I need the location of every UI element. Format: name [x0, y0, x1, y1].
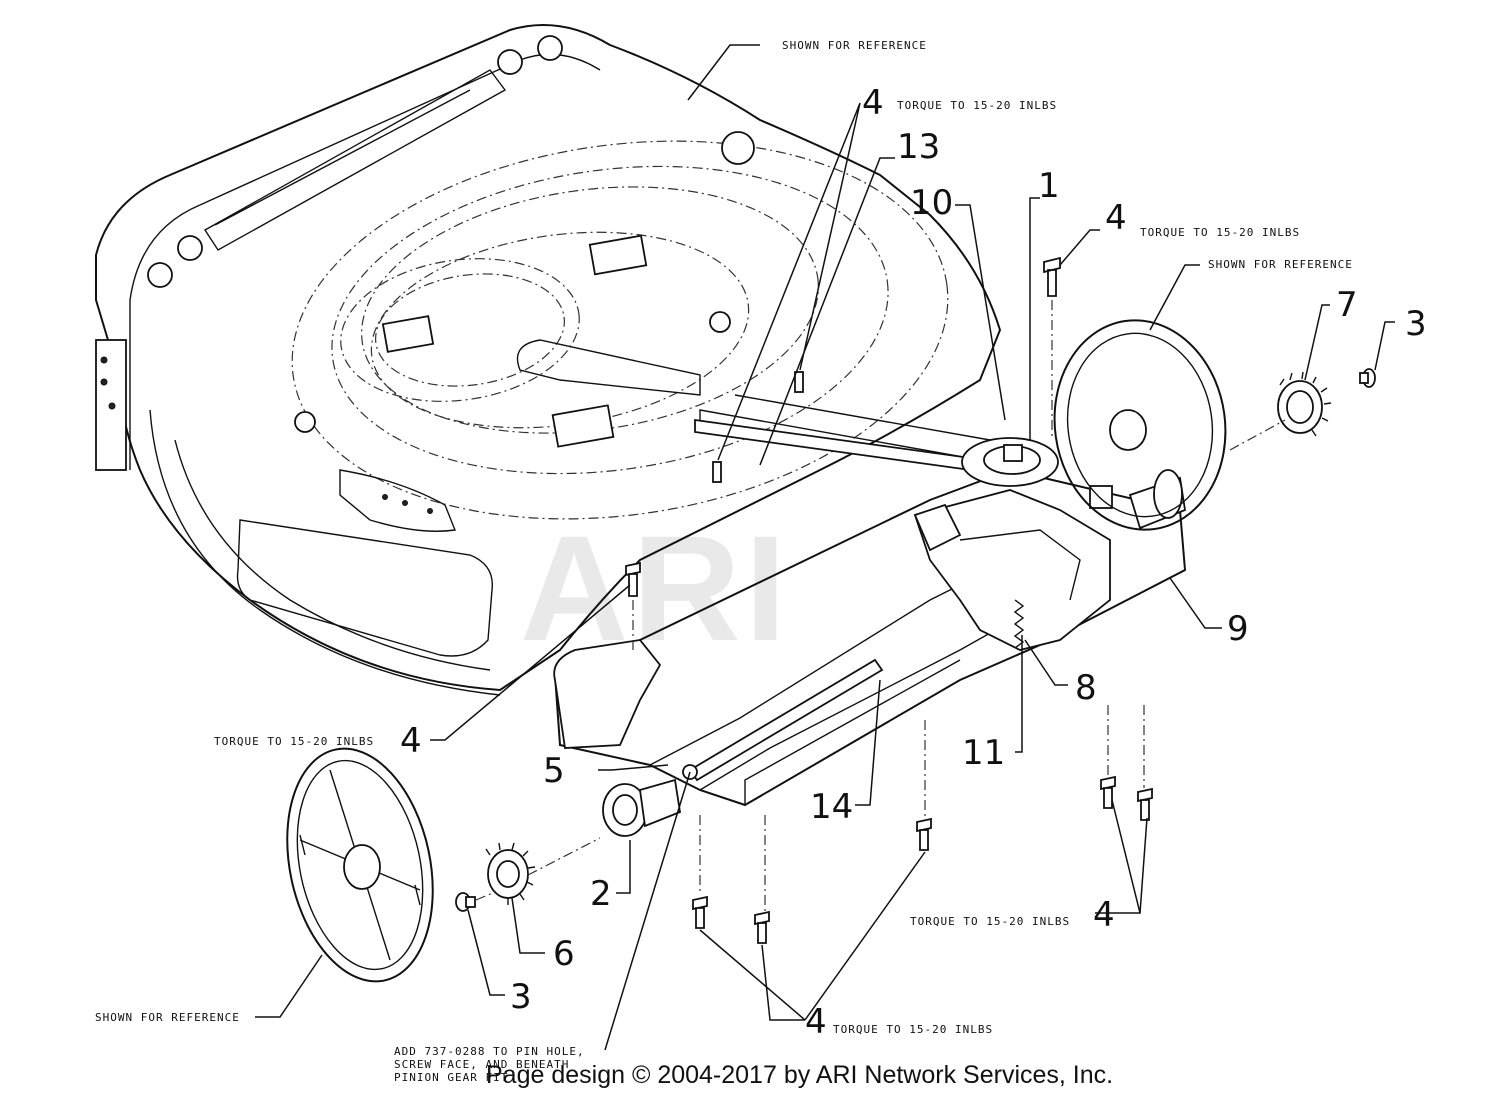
cap-screw-right	[1359, 368, 1376, 388]
wheel-right	[1053, 319, 1227, 531]
right-drive-gear	[1153, 469, 1183, 519]
cap-screw-left	[455, 892, 476, 912]
callout-3-left: 3	[510, 977, 532, 1017]
callout-1: 1	[1038, 166, 1060, 206]
bolt-5	[916, 817, 932, 851]
callout-9: 9	[1227, 609, 1249, 649]
bolt-7	[754, 910, 770, 944]
pin-note-line2: SCREW FACE, AND BENEATH	[394, 1058, 569, 1071]
callout-6: 6	[553, 934, 575, 974]
callout-4-bottom: 4	[805, 1002, 827, 1042]
pin-note-line1: ADD 737-0288 TO PIN HOLE,	[394, 1045, 585, 1058]
callout-13: 13	[897, 127, 940, 167]
leader-lines	[255, 44, 1395, 1051]
drive-rod	[694, 418, 986, 474]
drive-housing	[553, 418, 1187, 837]
callout-14: 14	[810, 787, 853, 827]
spring	[1013, 599, 1025, 649]
copyright-footer: Page design © 2004-2017 by ARI Network S…	[486, 1061, 1113, 1089]
callout-4-right: 4	[1105, 198, 1127, 238]
torque-note-right: TORQUE TO 15-20 INLBS	[1140, 226, 1300, 239]
callout-11: 11	[962, 733, 1005, 773]
callout-8: 8	[1075, 668, 1097, 708]
assembly-lines	[475, 300, 1286, 912]
callout-7: 7	[1336, 285, 1358, 325]
torque-note-left: TORQUE TO 15-20 INLBS	[214, 735, 374, 748]
callout-5: 5	[543, 751, 565, 791]
torque-note-top: TORQUE TO 15-20 INLBS	[897, 99, 1057, 112]
gearbox	[913, 489, 1111, 651]
bolt-1	[1043, 256, 1061, 297]
ref-note-top: SHOWN FOR REFERENCE	[782, 39, 927, 52]
bolt-2	[625, 561, 641, 597]
pin-note-line3: PINION GEAR FIT	[394, 1071, 508, 1084]
bolt-4	[1137, 787, 1153, 821]
callout-4-lower-right: 4	[1093, 895, 1115, 935]
callout-4-top: 4	[862, 83, 884, 123]
callout-3-right: 3	[1405, 304, 1427, 344]
callout-2: 2	[590, 874, 612, 914]
pinion-gear-left	[485, 842, 536, 905]
callout-10: 10	[910, 183, 953, 223]
pinion-gear-right	[1277, 371, 1332, 437]
torque-note-bottom: TORQUE TO 15-20 INLBS	[833, 1023, 993, 1036]
torque-note-lower-right: TORQUE TO 15-20 INLBS	[910, 915, 1070, 928]
bolt-6	[692, 895, 708, 929]
ref-note-bottom: SHOWN FOR REFERENCE	[95, 1011, 240, 1024]
callout-4-left: 4	[400, 721, 422, 761]
ref-note-right: SHOWN FOR REFERENCE	[1208, 258, 1353, 271]
wheel-left	[286, 747, 434, 983]
